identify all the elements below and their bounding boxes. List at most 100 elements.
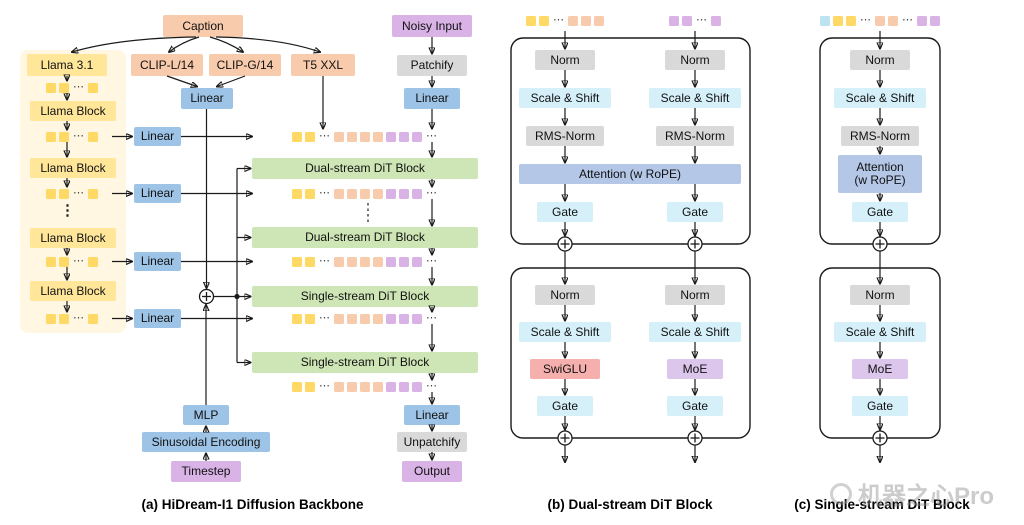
patchify-node: Patchify xyxy=(397,55,467,76)
token-square xyxy=(412,188,422,199)
token-square xyxy=(347,188,357,199)
linear-node-1: Linear xyxy=(134,127,181,146)
gate-node-b2r: Gate xyxy=(667,396,723,416)
token-square xyxy=(399,188,409,199)
token-square xyxy=(360,256,370,267)
token-square xyxy=(568,15,578,26)
token-square xyxy=(347,313,357,324)
token-ellipsis: ⋯ xyxy=(319,130,330,142)
token-ellipsis: ⋯ xyxy=(73,81,84,93)
token-square xyxy=(373,313,383,324)
norm-node-c2: Norm xyxy=(850,285,910,305)
token-row-b-right: ⋯ xyxy=(637,15,753,26)
token-square xyxy=(930,15,940,26)
token-ellipsis: ⋯ xyxy=(426,187,437,199)
token-row-stream-4: ⋯⋯ xyxy=(255,381,475,392)
token-row-llama-1: ⋯ xyxy=(24,131,120,142)
token-square xyxy=(669,15,679,26)
scale-shift-node-b2r: Scale & Shift xyxy=(649,322,741,342)
single-stream-block-1: Single-stream DiT Block xyxy=(252,286,478,307)
token-square xyxy=(373,381,383,392)
token-square xyxy=(334,256,344,267)
token-square xyxy=(59,256,69,267)
token-ellipsis: ⋯ xyxy=(860,14,871,26)
token-ellipsis: ⋯ xyxy=(73,187,84,199)
token-square xyxy=(820,15,830,26)
token-square xyxy=(347,381,357,392)
token-ellipsis: ⋯ xyxy=(319,380,330,392)
moe-node-c: MoE xyxy=(852,359,908,379)
watermark-logo-icon xyxy=(830,482,852,505)
token-square xyxy=(917,15,927,26)
token-square xyxy=(46,131,56,142)
token-row-llama-3: ⋯ xyxy=(24,256,120,267)
token-square xyxy=(682,15,692,26)
token-square xyxy=(88,256,98,267)
token-square xyxy=(373,256,383,267)
timestep-node: Timestep xyxy=(171,461,241,482)
token-ellipsis: ⋯ xyxy=(426,130,437,142)
llama-encoder-node: Llama 3.1 xyxy=(27,54,107,76)
rms-norm-node-c: RMS-Norm xyxy=(841,126,919,146)
token-square xyxy=(360,131,370,142)
output-node: Output xyxy=(402,461,462,482)
caption-panel-a: (a) HiDream-I1 Diffusion Backbone xyxy=(141,497,364,512)
token-square xyxy=(386,131,396,142)
token-square xyxy=(305,256,315,267)
token-square xyxy=(88,131,98,142)
token-ellipsis: ⋯ xyxy=(696,14,707,26)
norm-node-b2l: Norm xyxy=(535,285,595,305)
scale-shift-node-b2l: Scale & Shift xyxy=(519,322,611,342)
token-square xyxy=(412,381,422,392)
norm-node-b2r: Norm xyxy=(665,285,725,305)
token-row-stream-0: ⋯⋯ xyxy=(255,131,475,142)
token-row-llama-0: ⋯ xyxy=(24,82,120,93)
token-square xyxy=(305,313,315,324)
token-ellipsis: ⋯ xyxy=(426,255,437,267)
caption-node: Caption xyxy=(163,15,243,37)
norm-node-c1: Norm xyxy=(850,50,910,70)
token-square xyxy=(539,15,549,26)
norm-node-b1l: Norm xyxy=(535,50,595,70)
linear-node-2: Linear xyxy=(134,184,181,203)
token-square xyxy=(360,381,370,392)
token-square xyxy=(292,188,302,199)
dual-stream-block-1: Dual-stream DiT Block xyxy=(252,158,478,179)
scale-shift-node-b1r: Scale & Shift xyxy=(649,88,741,108)
watermark: 机器之心Pro xyxy=(830,476,994,511)
token-square xyxy=(305,188,315,199)
token-square xyxy=(412,313,422,324)
llama-block-1: Llama Block xyxy=(30,101,116,121)
gate-node-b1l: Gate xyxy=(537,202,593,222)
token-ellipsis: ⋯ xyxy=(319,255,330,267)
token-square xyxy=(292,131,302,142)
linear-node-4: Linear xyxy=(134,309,181,328)
scale-shift-node-c2: Scale & Shift xyxy=(834,322,926,342)
token-square xyxy=(59,82,69,93)
clip-l-node: CLIP-L/14 xyxy=(131,54,203,76)
mlp-node: MLP xyxy=(183,405,229,425)
token-square xyxy=(386,256,396,267)
token-ellipsis: ⋯ xyxy=(319,312,330,324)
linear-clip-node: Linear xyxy=(181,88,233,109)
token-square xyxy=(581,15,591,26)
token-square xyxy=(59,131,69,142)
token-square xyxy=(292,256,302,267)
caption-panel-b: (b) Dual-stream DiT Block xyxy=(547,497,713,512)
llama-block-2: Llama Block xyxy=(30,158,116,178)
attention-node-c-line2: (w RoPE) xyxy=(854,173,906,187)
gate-node-b1r: Gate xyxy=(667,202,723,222)
attention-node-b: Attention (w RoPE) xyxy=(519,164,741,184)
token-square xyxy=(334,313,344,324)
token-square xyxy=(373,131,383,142)
linear-patchify-node: Linear xyxy=(404,88,460,109)
token-square xyxy=(334,131,344,142)
token-square xyxy=(399,381,409,392)
token-square xyxy=(305,131,315,142)
gate-node-c2: Gate xyxy=(852,396,908,416)
token-square xyxy=(526,15,536,26)
token-square xyxy=(46,313,56,324)
token-square xyxy=(399,131,409,142)
token-square xyxy=(46,188,56,199)
unpatchify-node: Unpatchify xyxy=(397,432,467,452)
